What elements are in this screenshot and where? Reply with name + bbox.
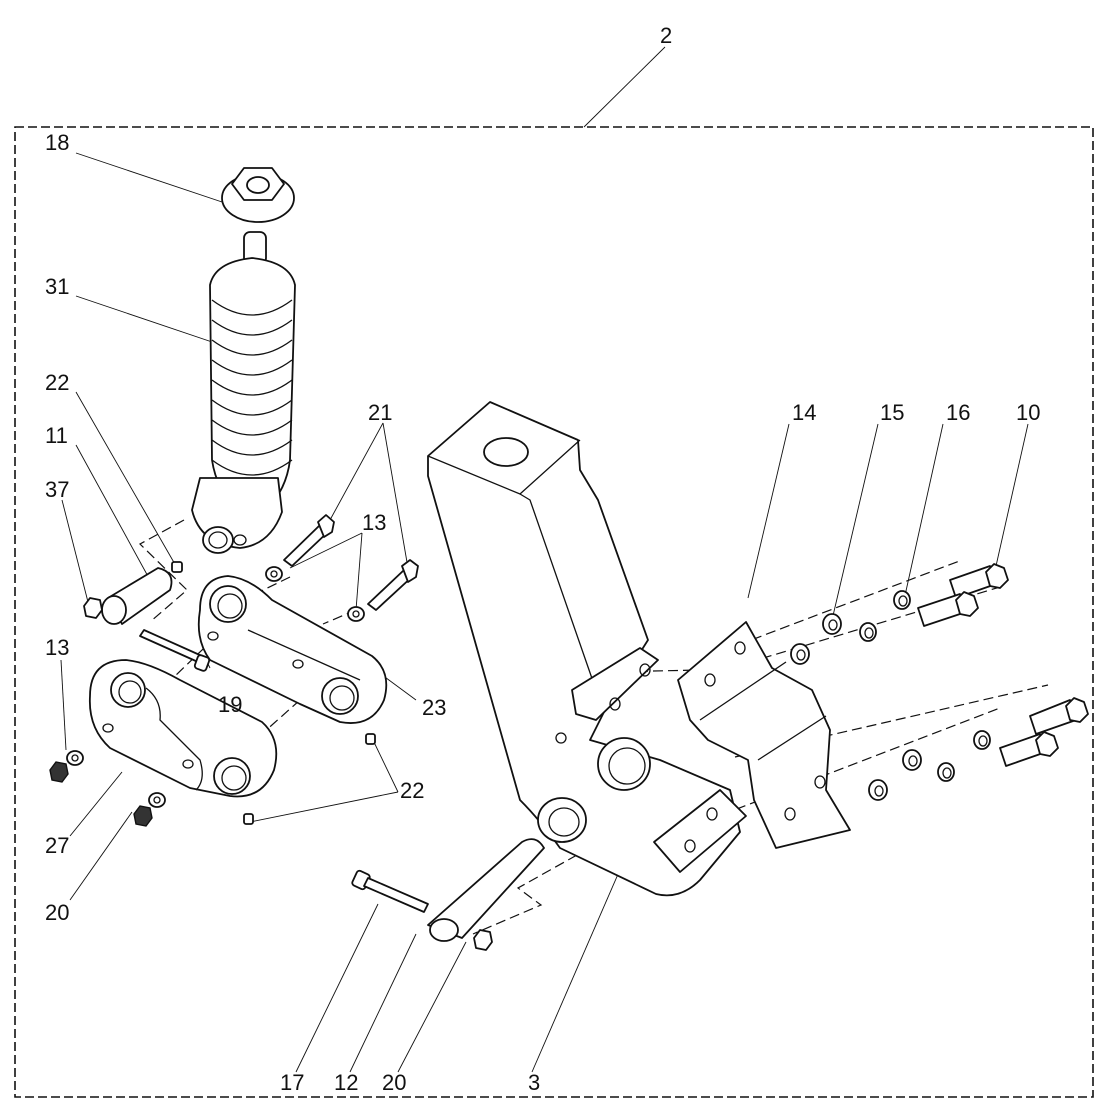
part-23-link-arm [197, 575, 388, 724]
part-14-mounting-plate [677, 621, 851, 849]
part-19-bolt [139, 629, 211, 672]
callout-labels: 2 18 31 22 11 37 21 13 13 19 23 22 27 20… [45, 23, 1040, 1095]
callout-22: 22 [400, 778, 424, 803]
leader-37 [61, 499, 89, 603]
part-17-bolt [351, 869, 429, 913]
callout-20: 20 [45, 900, 69, 925]
callout-3: 3 [528, 1070, 540, 1095]
callout-21: 21 [368, 400, 392, 425]
assembly-boundary [14, 126, 1094, 1098]
leader-14 [747, 423, 790, 599]
callout-37: 37 [45, 477, 69, 502]
leader-20b [397, 941, 467, 1073]
callout-11: 11 [45, 423, 68, 448]
part-11-pin [101, 567, 173, 625]
callout-13: 13 [362, 510, 386, 535]
callout-10: 10 [1016, 400, 1040, 425]
part-20-lock-nut-c [473, 929, 493, 951]
part-13-washer-a [265, 566, 283, 582]
part-22-grease-fitting-c [243, 813, 254, 825]
callout-2: 2 [660, 23, 672, 48]
leader-15 [831, 423, 879, 621]
part-21-hex-bolt-a [283, 514, 335, 567]
part-13-washer-c [66, 750, 84, 766]
leader-18 [75, 152, 229, 205]
callout-15: 15 [880, 400, 904, 425]
part-16-lock-washer-c [973, 730, 991, 750]
part-10-hex-bolt-b [917, 591, 979, 627]
part-15-washer-b [790, 643, 810, 665]
callout-23: 23 [422, 695, 446, 720]
leader-13c [60, 659, 67, 751]
part-27-link-arm [88, 659, 278, 798]
callout-20: 20 [382, 1070, 406, 1095]
leader-10 [995, 423, 1029, 567]
part-20-lock-nut-b [133, 805, 153, 827]
part-20-lock-nut-a [49, 761, 69, 783]
callout-14: 14 [792, 400, 816, 425]
part-15-washer-d [868, 779, 888, 801]
part-16-lock-washer-a [893, 590, 911, 610]
leader-17 [295, 903, 379, 1073]
part-22-grease-fitting-a [171, 561, 183, 573]
part-16-lock-washer-d [937, 762, 955, 782]
part-31-coil-spring [191, 231, 296, 554]
part-13-washer-b [347, 606, 365, 622]
part-13-washer-d [148, 792, 166, 808]
leader-2 [583, 46, 666, 128]
part-15-washer-c [902, 749, 922, 771]
leader-20a [69, 811, 133, 901]
part-3-bracket-frame [427, 401, 747, 897]
callout-31: 31 [45, 274, 69, 299]
leader-21b [382, 422, 409, 569]
part-37-nut [83, 597, 103, 619]
leader-16 [903, 423, 944, 601]
leader-27 [69, 771, 123, 837]
part-16-lock-washer-b [859, 622, 877, 642]
leader-22c [249, 791, 399, 823]
callout-22: 22 [45, 370, 69, 395]
callout-13: 13 [45, 635, 69, 660]
leader-21a [329, 422, 384, 521]
leader-11 [75, 444, 151, 581]
leader-13b [355, 532, 363, 611]
part-12-pin [427, 838, 545, 942]
part-10-hex-bolt-a [949, 563, 1009, 599]
callout-12: 12 [334, 1070, 358, 1095]
leader-22a [75, 391, 177, 567]
leader-3 [531, 864, 623, 1073]
leader-31 [75, 295, 219, 345]
part-15-washer-a [822, 613, 842, 635]
callout-18: 18 [45, 130, 69, 155]
part-10-hex-bolt-c [1029, 697, 1089, 735]
callout-19: 19 [218, 692, 242, 717]
callout-17: 17 [280, 1070, 304, 1095]
callout-27: 27 [45, 833, 69, 858]
part-10-hex-bolt-d [999, 731, 1059, 767]
leader-12 [349, 933, 417, 1073]
part-22-grease-fitting-b [365, 733, 376, 745]
part-21-hex-bolt-b [367, 559, 419, 611]
leader-22b [371, 737, 399, 793]
part-18-flange-nut [221, 167, 295, 223]
callout-16: 16 [946, 400, 970, 425]
leader-13a [289, 532, 363, 569]
